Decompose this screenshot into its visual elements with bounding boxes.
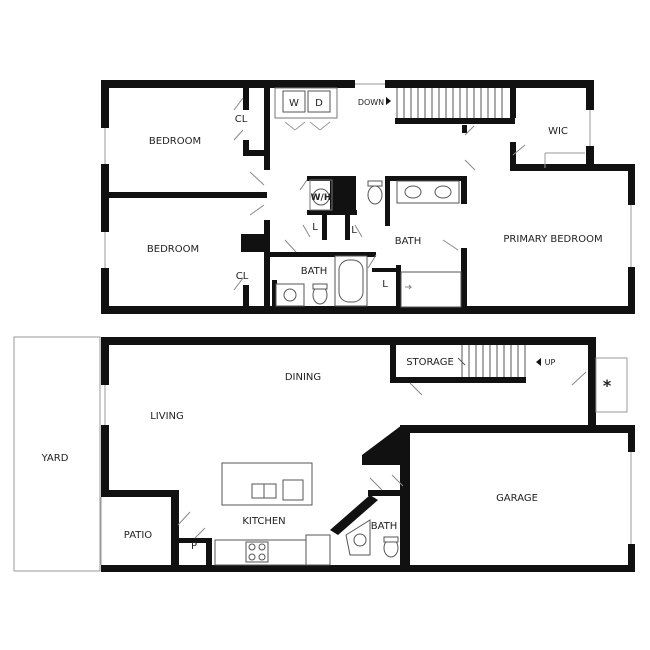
lower-stairs: [457, 345, 526, 377]
label-kitchen: KITCHEN: [242, 516, 285, 527]
water-heater: [309, 179, 333, 211]
label-stair-down: DOWN: [358, 98, 384, 107]
label-bedroom-2: BEDROOM: [147, 244, 199, 255]
lower-window-lines: [100, 385, 632, 565]
label-primary-bedroom: PRIMARY BEDROOM: [503, 234, 602, 245]
kitchen-island: [221, 462, 313, 506]
label-dryer: D: [315, 98, 323, 109]
label-bath-upper-2: BATH: [395, 236, 422, 247]
stair-down-arrow-icon: [386, 97, 391, 105]
walk-in-closet: [544, 152, 585, 168]
label-dining: DINING: [285, 372, 321, 383]
upper-bath-fixtures: [275, 180, 462, 308]
label-bath-upper-1: BATH: [301, 266, 328, 277]
upper-door-swings: [233, 97, 526, 291]
label-bath-lower: BATH: [371, 521, 398, 532]
lower-bath-fixtures: [345, 519, 399, 558]
label-living: LIVING: [150, 411, 184, 422]
kitchen-counter: [214, 534, 331, 566]
label-linen-2: L: [351, 225, 357, 236]
yard-area: [13, 336, 101, 572]
lower-door-swings: [177, 371, 587, 539]
laundry-closet: [274, 87, 338, 131]
label-closet-2: CL: [236, 271, 249, 282]
lower-interior-walls: [179, 345, 526, 570]
lower-floor: *: [13, 336, 635, 572]
water-heater-tank-icon: [312, 188, 330, 206]
refrigerator-icon: [305, 534, 331, 566]
label-yard: YARD: [41, 453, 69, 464]
stair-up-arrow-icon: [536, 358, 541, 366]
upper-interior-walls: [109, 88, 516, 310]
label-garage: GARAGE: [496, 493, 538, 504]
label-washer: W: [289, 98, 299, 109]
label-stair-up: UP: [545, 358, 556, 367]
label-storage: STORAGE: [406, 357, 454, 368]
entry-stoop: [595, 357, 628, 413]
upper-window-lines: [104, 83, 632, 268]
upper-stairs: [396, 88, 503, 118]
shower-icon: [400, 271, 462, 308]
label-entry-mark: *: [603, 376, 612, 395]
label-pantry: P: [191, 541, 197, 552]
upper-floor: BEDROOM BEDROOM CL CL W D W/H L L L BATH…: [101, 80, 635, 314]
washer-icon: [282, 90, 306, 113]
label-closet-1: CL: [235, 114, 248, 125]
label-bedroom-1: BEDROOM: [149, 136, 201, 147]
toilet-icon: [367, 185, 383, 205]
dishwasher-icon: [282, 479, 304, 501]
label-linen-3: L: [382, 279, 388, 290]
label-wic: WIC: [548, 126, 568, 137]
label-patio: PATIO: [124, 530, 153, 541]
label-water-heater: W/H: [311, 193, 332, 203]
dryer-icon: [307, 90, 331, 113]
label-linen-1: L: [312, 222, 318, 233]
